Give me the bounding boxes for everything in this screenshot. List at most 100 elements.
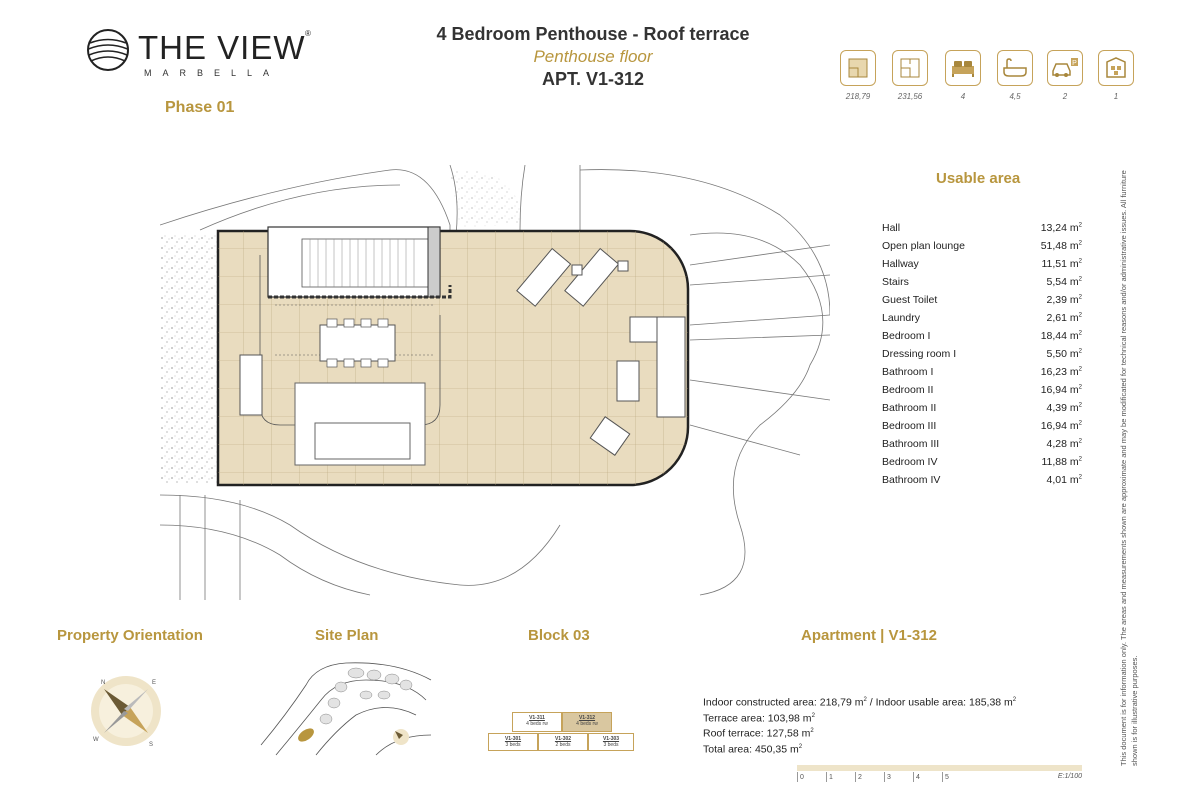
stat-value: 1 bbox=[1113, 92, 1119, 101]
brand-city: MARBELLA bbox=[144, 68, 281, 78]
room-name: Hall bbox=[882, 222, 901, 234]
room-area: 13,24 m2 bbox=[1040, 222, 1082, 234]
room-name: Bathroom I bbox=[882, 366, 934, 378]
sunbeds bbox=[516, 247, 629, 307]
usable-area-heading: Usable area bbox=[936, 170, 1021, 187]
room-name: Guest Toilet bbox=[882, 294, 938, 306]
lounger bbox=[589, 416, 631, 456]
parking-icon: P bbox=[1052, 58, 1078, 77]
outdoor-sofa bbox=[616, 316, 686, 418]
gravel-patch bbox=[450, 169, 522, 227]
apartment-heading: Apartment | V1-312 bbox=[801, 627, 937, 644]
page-subtitle: Penthouse floor bbox=[533, 47, 653, 66]
room-row: Bathroom III 4,28 m2 bbox=[882, 438, 1082, 456]
compass-e: E bbox=[152, 680, 156, 686]
room-area: 4,01 m2 bbox=[1046, 474, 1082, 486]
room-area: 4,28 m2 bbox=[1046, 438, 1082, 450]
room-name: Hallway bbox=[882, 258, 919, 270]
room-area: 11,51 m2 bbox=[1041, 258, 1082, 270]
scale-tick: 5 bbox=[942, 772, 949, 782]
stat-storage: 1 bbox=[1098, 50, 1134, 101]
indoor-area-icon bbox=[848, 58, 868, 78]
gravel-strip bbox=[160, 235, 218, 485]
scale-label: E:1/100 bbox=[1057, 773, 1082, 780]
room-area: 18,44 m2 bbox=[1040, 330, 1082, 342]
total-area-icon bbox=[900, 58, 920, 78]
compass-n: N bbox=[101, 680, 105, 686]
room-name: Bathroom II bbox=[882, 402, 937, 414]
logo-globe-icon bbox=[87, 29, 129, 71]
stat-value: 2 bbox=[1062, 92, 1068, 101]
scale-bar: 0 1 2 3 4 5 E:1/100 bbox=[797, 765, 1082, 785]
surrounding-curves bbox=[160, 165, 830, 600]
room-name: Bedroom II bbox=[882, 384, 934, 396]
room-name: Laundry bbox=[882, 312, 920, 324]
room-row: Hall 13,24 m2 bbox=[882, 222, 1082, 240]
room-name: Bedroom I bbox=[882, 330, 931, 342]
room-area: 5,50 m2 bbox=[1046, 348, 1082, 360]
stat-value: 4,5 bbox=[1009, 92, 1021, 101]
stair-treads bbox=[309, 239, 415, 287]
room-row: Bathroom I 16,23 m2 bbox=[882, 366, 1082, 384]
apartment-areas: Indoor constructed area: 218,79 m2 / Ind… bbox=[703, 694, 1083, 756]
compass-icon: N E S W bbox=[91, 676, 161, 748]
room-name: Bathroom III bbox=[882, 438, 940, 450]
storage-icon bbox=[1106, 57, 1126, 78]
room-area: 2,39 m2 bbox=[1046, 294, 1082, 306]
orientation-heading: Property Orientation bbox=[57, 627, 203, 644]
room-area: 51,48 m2 bbox=[1040, 240, 1082, 252]
site-plan-heading: Site Plan bbox=[315, 627, 379, 644]
brand-registered-mark: ® bbox=[305, 29, 311, 38]
room-area: 2,61 m2 bbox=[1046, 312, 1082, 324]
side-bench bbox=[239, 354, 263, 416]
scale-tick: 1 bbox=[826, 772, 833, 782]
stat-value: 231,56 bbox=[897, 92, 923, 101]
site-plan-map bbox=[260, 662, 432, 756]
scale-tick: 2 bbox=[855, 772, 862, 782]
stat-total-area: 231,56 bbox=[892, 50, 928, 101]
apartment-code: APT. V1-312 bbox=[541, 69, 645, 89]
bed-icon bbox=[952, 61, 974, 77]
title-block: 4 Bedroom Penthouse - Roof terrace Penth… bbox=[393, 24, 793, 90]
terrace-area-line: Terrace area: 103,98 m2 bbox=[703, 712, 815, 724]
room-row: Hallway 11,51 m2 bbox=[882, 258, 1082, 276]
room-area: 16,94 m2 bbox=[1040, 420, 1082, 432]
stat-parking: P 2 bbox=[1047, 50, 1083, 101]
room-area: 16,23 m2 bbox=[1040, 366, 1082, 378]
roof-terrace-line: Roof terrace: 127,58 m2 bbox=[703, 727, 814, 740]
room-row: Bathroom IV 4,01 m2 bbox=[882, 474, 1082, 492]
room-name: Bedroom III bbox=[882, 420, 937, 432]
scale-tick: 4 bbox=[913, 772, 920, 782]
svg-text:P: P bbox=[1072, 60, 1077, 67]
stat-bathrooms: 4,5 bbox=[997, 50, 1033, 101]
dining-table bbox=[319, 324, 396, 362]
bathtub-icon bbox=[1003, 58, 1027, 77]
room-name: Bathroom IV bbox=[882, 474, 941, 486]
stat-indoor-area: 218,79 bbox=[840, 50, 876, 101]
room-area: 5,54 m2 bbox=[1046, 276, 1082, 288]
indoor-area-line: Indoor constructed area: 218,79 m2 / Ind… bbox=[703, 696, 1017, 709]
site-highlight bbox=[298, 728, 314, 742]
room-area: 16,94 m2 bbox=[1040, 384, 1082, 396]
room-row: Bedroom I 18,44 m2 bbox=[882, 330, 1082, 348]
room-name: Bedroom IV bbox=[882, 456, 938, 468]
room-row: Laundry 2,61 m2 bbox=[882, 312, 1082, 330]
stats-bar: 218,79 231,56 4 4,5 P 2 1 bbox=[840, 50, 1140, 110]
brand-name: THE VIEW bbox=[138, 29, 306, 66]
total-area-line: Total area: 450,35 m2 bbox=[703, 743, 803, 755]
room-name: Dressing room I bbox=[882, 348, 957, 360]
stat-bedrooms: 4 bbox=[945, 50, 981, 101]
scale-tick: 0 bbox=[797, 772, 804, 782]
phase-label: Phase 01 bbox=[165, 99, 235, 116]
room-row: Bedroom II 16,94 m2 bbox=[882, 384, 1082, 402]
compass-w: W bbox=[93, 737, 99, 743]
page-title: 4 Bedroom Penthouse - Roof terrace bbox=[436, 24, 750, 44]
